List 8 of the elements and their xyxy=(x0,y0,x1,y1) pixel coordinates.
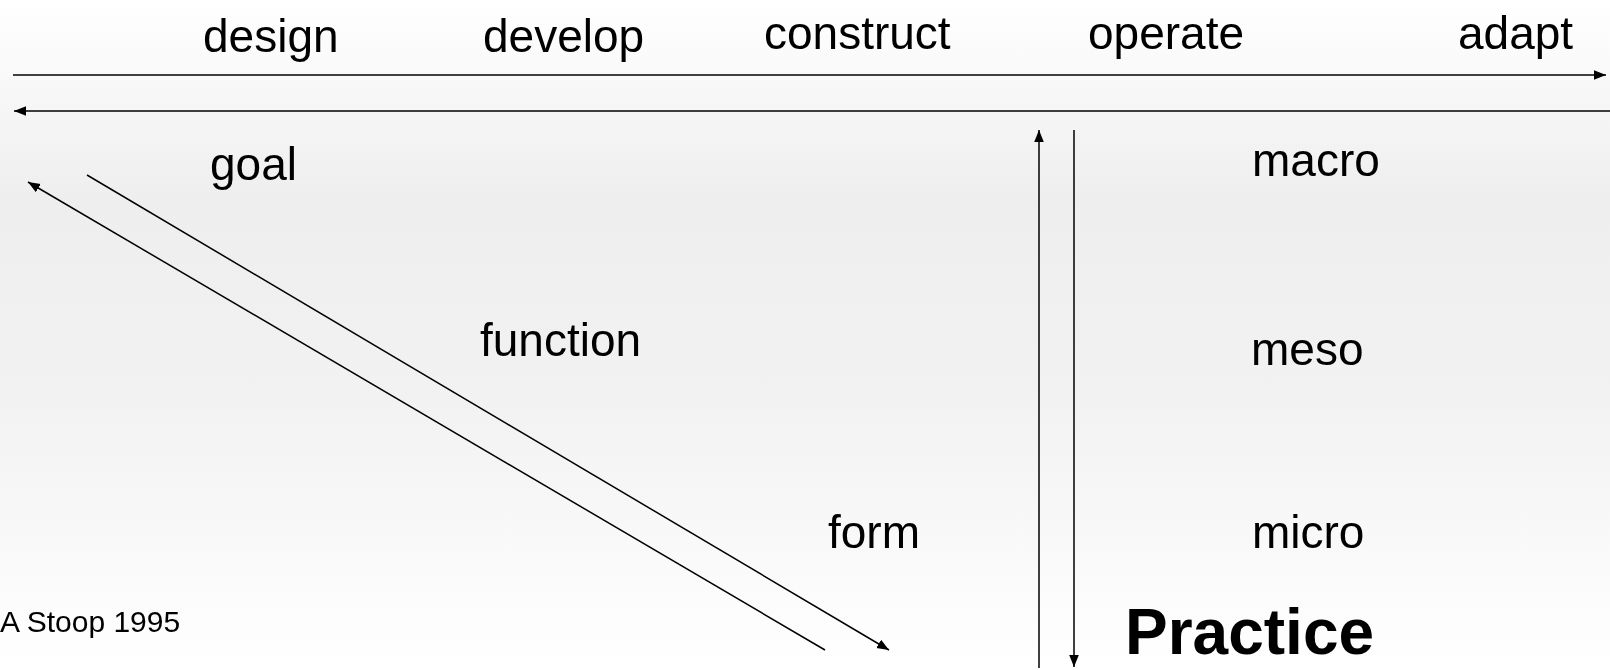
phase-label: construct xyxy=(764,10,951,56)
scale-label: macro xyxy=(1252,137,1380,183)
level-label: form xyxy=(828,509,920,555)
heading-text: Practice xyxy=(1125,600,1375,664)
scale-label: meso xyxy=(1251,326,1364,372)
scale-label: micro xyxy=(1252,509,1365,555)
citation-text: A Stoop 1995 xyxy=(0,607,181,637)
level-label: function xyxy=(480,317,642,363)
